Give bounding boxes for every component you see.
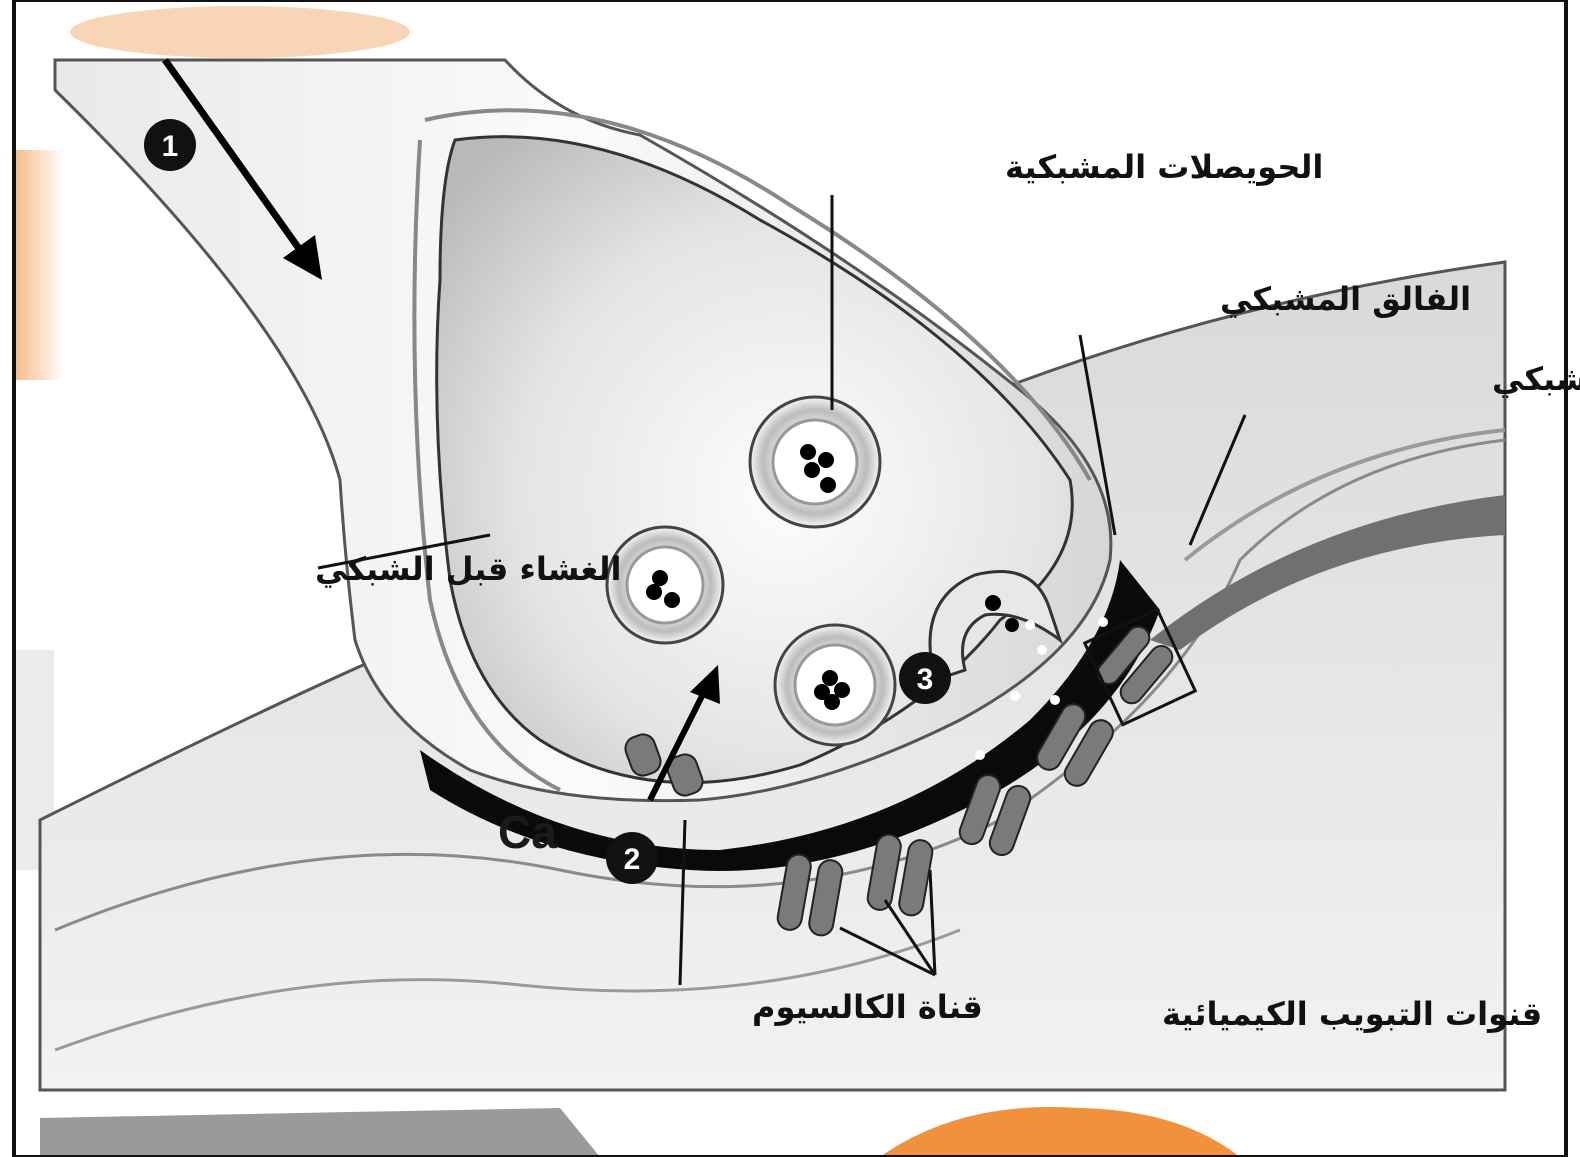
label-synaptic-vesicles: الحويصلات المشبكية [1005,148,1323,186]
synaptic-vesicle-bottom [775,625,895,745]
label-synaptic-cleft: الفالق المشبكي [1220,280,1471,318]
step-1-number: 1 [162,130,179,163]
synaptic-vesicle-left [607,527,723,643]
step-marker-3: 3 [899,652,951,704]
step-3-number: 3 [917,663,934,696]
step-marker-2: 2 [606,832,658,884]
label-presynaptic-membrane: الغشاء قبل الشبكي [315,550,621,588]
step-2-number: 2 [624,843,641,876]
step-marker-1: 1 [144,119,196,171]
calcium-ion-label: Ca [498,806,557,858]
label-calcium-channel: قناة الكالسيوم [752,988,983,1026]
label-chemical-gated-channels: قنوات التبويب الكيميائية [1162,995,1542,1033]
synaptic-vesicle-top [750,397,880,527]
